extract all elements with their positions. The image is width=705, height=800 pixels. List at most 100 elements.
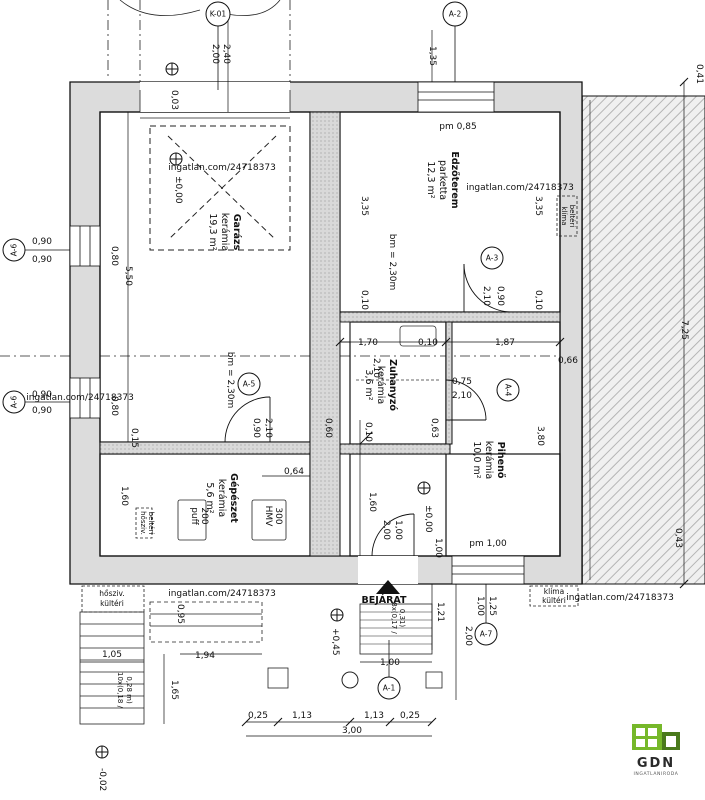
left-stairs xyxy=(79,601,263,725)
dim-1-00-d: 1,00 xyxy=(433,538,443,558)
bubble-a4-label: A-4 xyxy=(504,384,513,397)
klima-bottom-line2: kültéri xyxy=(542,596,566,605)
dim-1-60-a: 1,60 xyxy=(119,486,129,506)
garage-area: 19,3 m² xyxy=(207,213,218,250)
landing-floor: kerámia xyxy=(483,441,494,479)
gdn-logo: GDN INGATLANIRODA xyxy=(632,724,680,777)
section-bubbles xyxy=(2,1,520,700)
dim-0-66: 0,66 xyxy=(558,356,578,366)
dim-5-50: 5,50 xyxy=(123,266,133,286)
landing-area: 10,0 m² xyxy=(471,441,482,478)
hoszivattyu-bottom-line1: hősziv. xyxy=(99,589,125,598)
hoszivattyu-top-line2: beltéri xyxy=(147,512,155,535)
dim-0-80-a: 0,80 xyxy=(109,246,119,266)
dim-2-10-a: 2,10 xyxy=(481,286,491,306)
gym-height: bm = 2,30m xyxy=(387,234,397,291)
terrace-hatch xyxy=(581,95,705,585)
dim-2-00-top: 2,00 xyxy=(210,44,220,64)
puff-value: 200 xyxy=(199,507,209,524)
dim-0-80-b: 0,80 xyxy=(109,396,119,416)
garage-floor: kerámia xyxy=(219,213,230,251)
dim-0-75: 0,75 xyxy=(452,377,472,387)
bubble-a7-label: A-7 xyxy=(480,630,493,639)
mechanical-floor: kerámia xyxy=(216,479,227,517)
dim-2-00-door: 2,00 xyxy=(381,520,391,540)
dim-0-43: 0,43 xyxy=(673,528,683,548)
gym-floor: parketta xyxy=(437,160,448,200)
bubble-a5-label: A-5 xyxy=(243,380,256,389)
hmv-value: 300 xyxy=(273,507,283,524)
dim-1-94: 1,94 xyxy=(195,651,215,661)
dim-3-80: 3,80 xyxy=(535,426,545,446)
dim-1-87: 1,87 xyxy=(495,338,515,348)
garage-level: ±0,00 xyxy=(173,176,183,204)
dim-1-70: 1,70 xyxy=(358,338,378,348)
stairs-text-1: 8x(0,17 / xyxy=(390,602,398,634)
pm-bottom-label: pm 1,00 xyxy=(469,539,507,549)
hoszivattyu-bottom-line2: kültéri xyxy=(100,599,124,608)
bubble-k01-label: K-01 xyxy=(210,10,227,19)
hmv-label: HMV xyxy=(263,506,273,528)
dim-0-90-d: 0,90 xyxy=(32,406,52,416)
klima-bottom-line1: klíma xyxy=(544,587,564,596)
hoszivattyu-top-line1: hősziv. xyxy=(139,511,148,535)
watermark-5: ingatlan.com/24718373 xyxy=(566,593,674,603)
dim-1-00-b: 1,00 xyxy=(475,596,485,616)
dim-0-03: 0,03 xyxy=(169,90,179,110)
bubble-a5 xyxy=(237,372,261,396)
dim-1-21: 1,21 xyxy=(435,602,445,622)
puff-label: puff xyxy=(189,507,199,525)
bubble-a6-bottom-label: A-6 xyxy=(10,396,19,409)
watermark-4: ingatlan.com/24718373 xyxy=(168,589,276,599)
inner-walls xyxy=(99,111,561,557)
dim-2-10-d: 2,10 xyxy=(263,418,273,438)
bubble-a3 xyxy=(480,246,504,270)
entry-level: +0,45 xyxy=(330,628,340,656)
stairs-left-text-1: 10x(0,18 / xyxy=(116,672,124,709)
shower-fixtures xyxy=(339,321,440,381)
klima-top-line1: klíma xyxy=(560,206,568,225)
dim-0-64: 0,64 xyxy=(284,467,304,477)
stairs-left-text-2: 0,28 m) xyxy=(125,676,133,704)
dim-0-10-a: 0,10 xyxy=(359,290,369,310)
pm-top-label: pm 0,85 xyxy=(439,122,476,132)
dim-0-25-b: 0,25 xyxy=(400,711,420,721)
dim-0-90-a: 0,90 xyxy=(32,237,52,247)
dim-0-90-door-a: 0,90 xyxy=(495,286,505,306)
bubble-a6-top-label: A-6 xyxy=(10,244,19,257)
mechanical-area: 5,6 m² xyxy=(204,482,215,513)
shower-name: Zuhanyzó xyxy=(387,359,398,411)
dim-1-13-b: 1,13 xyxy=(364,711,384,721)
entrance-label: BEJÁRAT xyxy=(361,594,407,606)
dim-2-10-b: 2,10 xyxy=(371,358,381,378)
logo-title: GDN xyxy=(637,756,675,771)
bubble-a2-label: A-2 xyxy=(449,10,462,19)
windows xyxy=(69,81,525,585)
dim-1-05: 1,05 xyxy=(102,650,122,660)
landing-name: Pihenő xyxy=(495,442,506,479)
dim-7-25: 7,25 xyxy=(679,320,689,340)
dim-3-35-left: 3,35 xyxy=(359,196,369,216)
dim-1-00-c: 1,00 xyxy=(380,658,400,668)
bubble-a1-label: A-1 xyxy=(383,684,396,693)
bubble-a4 xyxy=(496,378,520,402)
dim-0-15: 0,15 xyxy=(129,428,139,448)
dim-0-63: 0,63 xyxy=(429,418,439,438)
dim-3-35-right: 3,35 xyxy=(533,196,543,216)
level-markers xyxy=(95,62,431,759)
shower-floor: kerámia xyxy=(375,366,386,404)
garage-height: bm = 2,30m xyxy=(225,352,235,409)
watermark-2: ingatlan.com/24718373 xyxy=(466,183,574,193)
gym-name: Edzőterem xyxy=(449,151,460,208)
dim-0-90-b: 0,90 xyxy=(32,255,52,265)
dim-0-95: 0,95 xyxy=(175,604,185,624)
dim-0-10-b: 0,10 xyxy=(533,290,543,310)
doors xyxy=(224,263,513,557)
stairs-text-2: 0,31) xyxy=(398,609,406,628)
landing-level: ±0,00 xyxy=(423,505,433,533)
dim-2-10-c: 2,10 xyxy=(452,391,472,401)
watermark-1: ingatlan.com/24718373 xyxy=(168,163,276,173)
shower-area: 3,6 m² xyxy=(363,369,374,400)
dim-1-35: 1,35 xyxy=(427,46,437,66)
dimension-lines xyxy=(80,20,685,737)
